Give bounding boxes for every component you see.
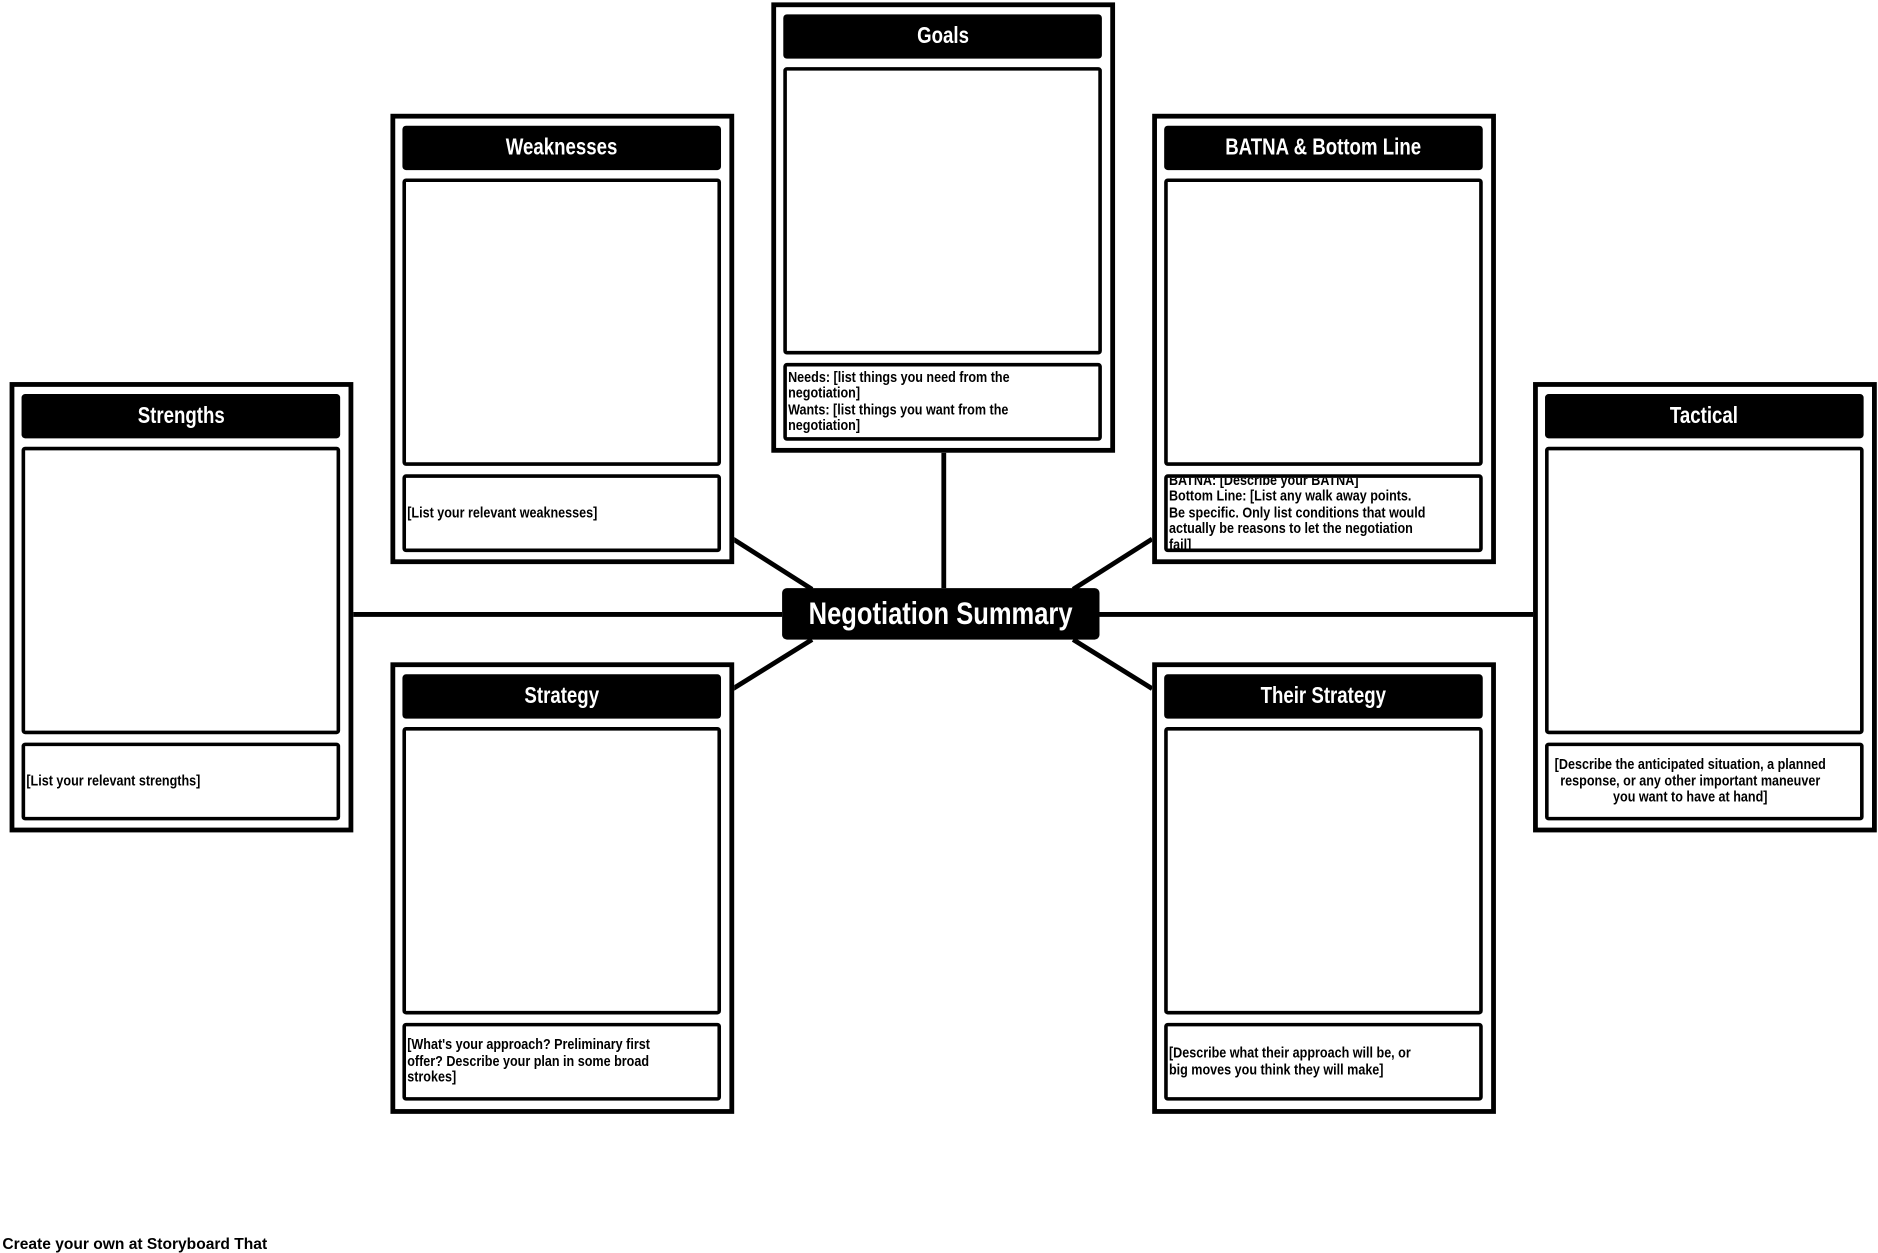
card-note[interactable]: [List your relevant strengths] [21, 742, 341, 821]
card-note[interactable]: [List your relevant weaknesses] [402, 474, 722, 553]
card-goals: Goals Needs: [list things you need from … [771, 2, 1116, 453]
card-their-strategy: Their Strategy [Describe what their appr… [1152, 662, 1496, 1114]
card-title: BATNA & Bottom Line [1164, 125, 1483, 171]
connector-strategy [731, 637, 814, 691]
card-note[interactable]: Needs: [list things you need from the ne… [783, 362, 1102, 441]
card-image-area[interactable] [1164, 727, 1483, 1015]
connector-batna [1071, 536, 1154, 592]
card-image-area[interactable] [1545, 446, 1864, 735]
card-title: Their Strategy [1164, 674, 1483, 719]
card-strengths: Strengths [List your relevant strengths] [9, 382, 354, 833]
card-title: Strengths [21, 394, 341, 439]
card-image-area[interactable] [402, 178, 722, 466]
card-image-area[interactable] [783, 67, 1102, 355]
card-batna: BATNA & Bottom Line BATNA: [Describe you… [1152, 113, 1496, 565]
center-title: Negotiation Summary [782, 588, 1100, 640]
card-title: Strategy [402, 674, 722, 719]
card-note[interactable]: [Describe what their approach will be, o… [1164, 1022, 1483, 1101]
connector-weaknesses [731, 536, 814, 592]
footer-credit[interactable]: Create your own at Storyboard That [2, 1234, 268, 1253]
card-note[interactable]: [What's your approach? Preliminary first… [402, 1022, 722, 1101]
card-strategy: Strategy [What's your approach? Prelimin… [390, 662, 735, 1114]
card-title: Tactical [1545, 394, 1864, 439]
connector-their-strategy [1071, 637, 1154, 691]
card-image-area[interactable] [1164, 178, 1483, 466]
card-title: Goals [783, 14, 1102, 59]
card-note[interactable]: BATNA: [Describe your BATNA] Bottom Line… [1164, 474, 1483, 553]
card-title: Weaknesses [402, 125, 722, 171]
card-weaknesses: Weaknesses [List your relevant weaknesse… [390, 113, 735, 565]
card-note[interactable]: [Describe the anticipated situation, a p… [1545, 742, 1864, 821]
card-tactical: Tactical [Describe the anticipated situa… [1533, 382, 1877, 833]
card-image-area[interactable] [21, 446, 341, 735]
card-image-area[interactable] [402, 727, 722, 1015]
